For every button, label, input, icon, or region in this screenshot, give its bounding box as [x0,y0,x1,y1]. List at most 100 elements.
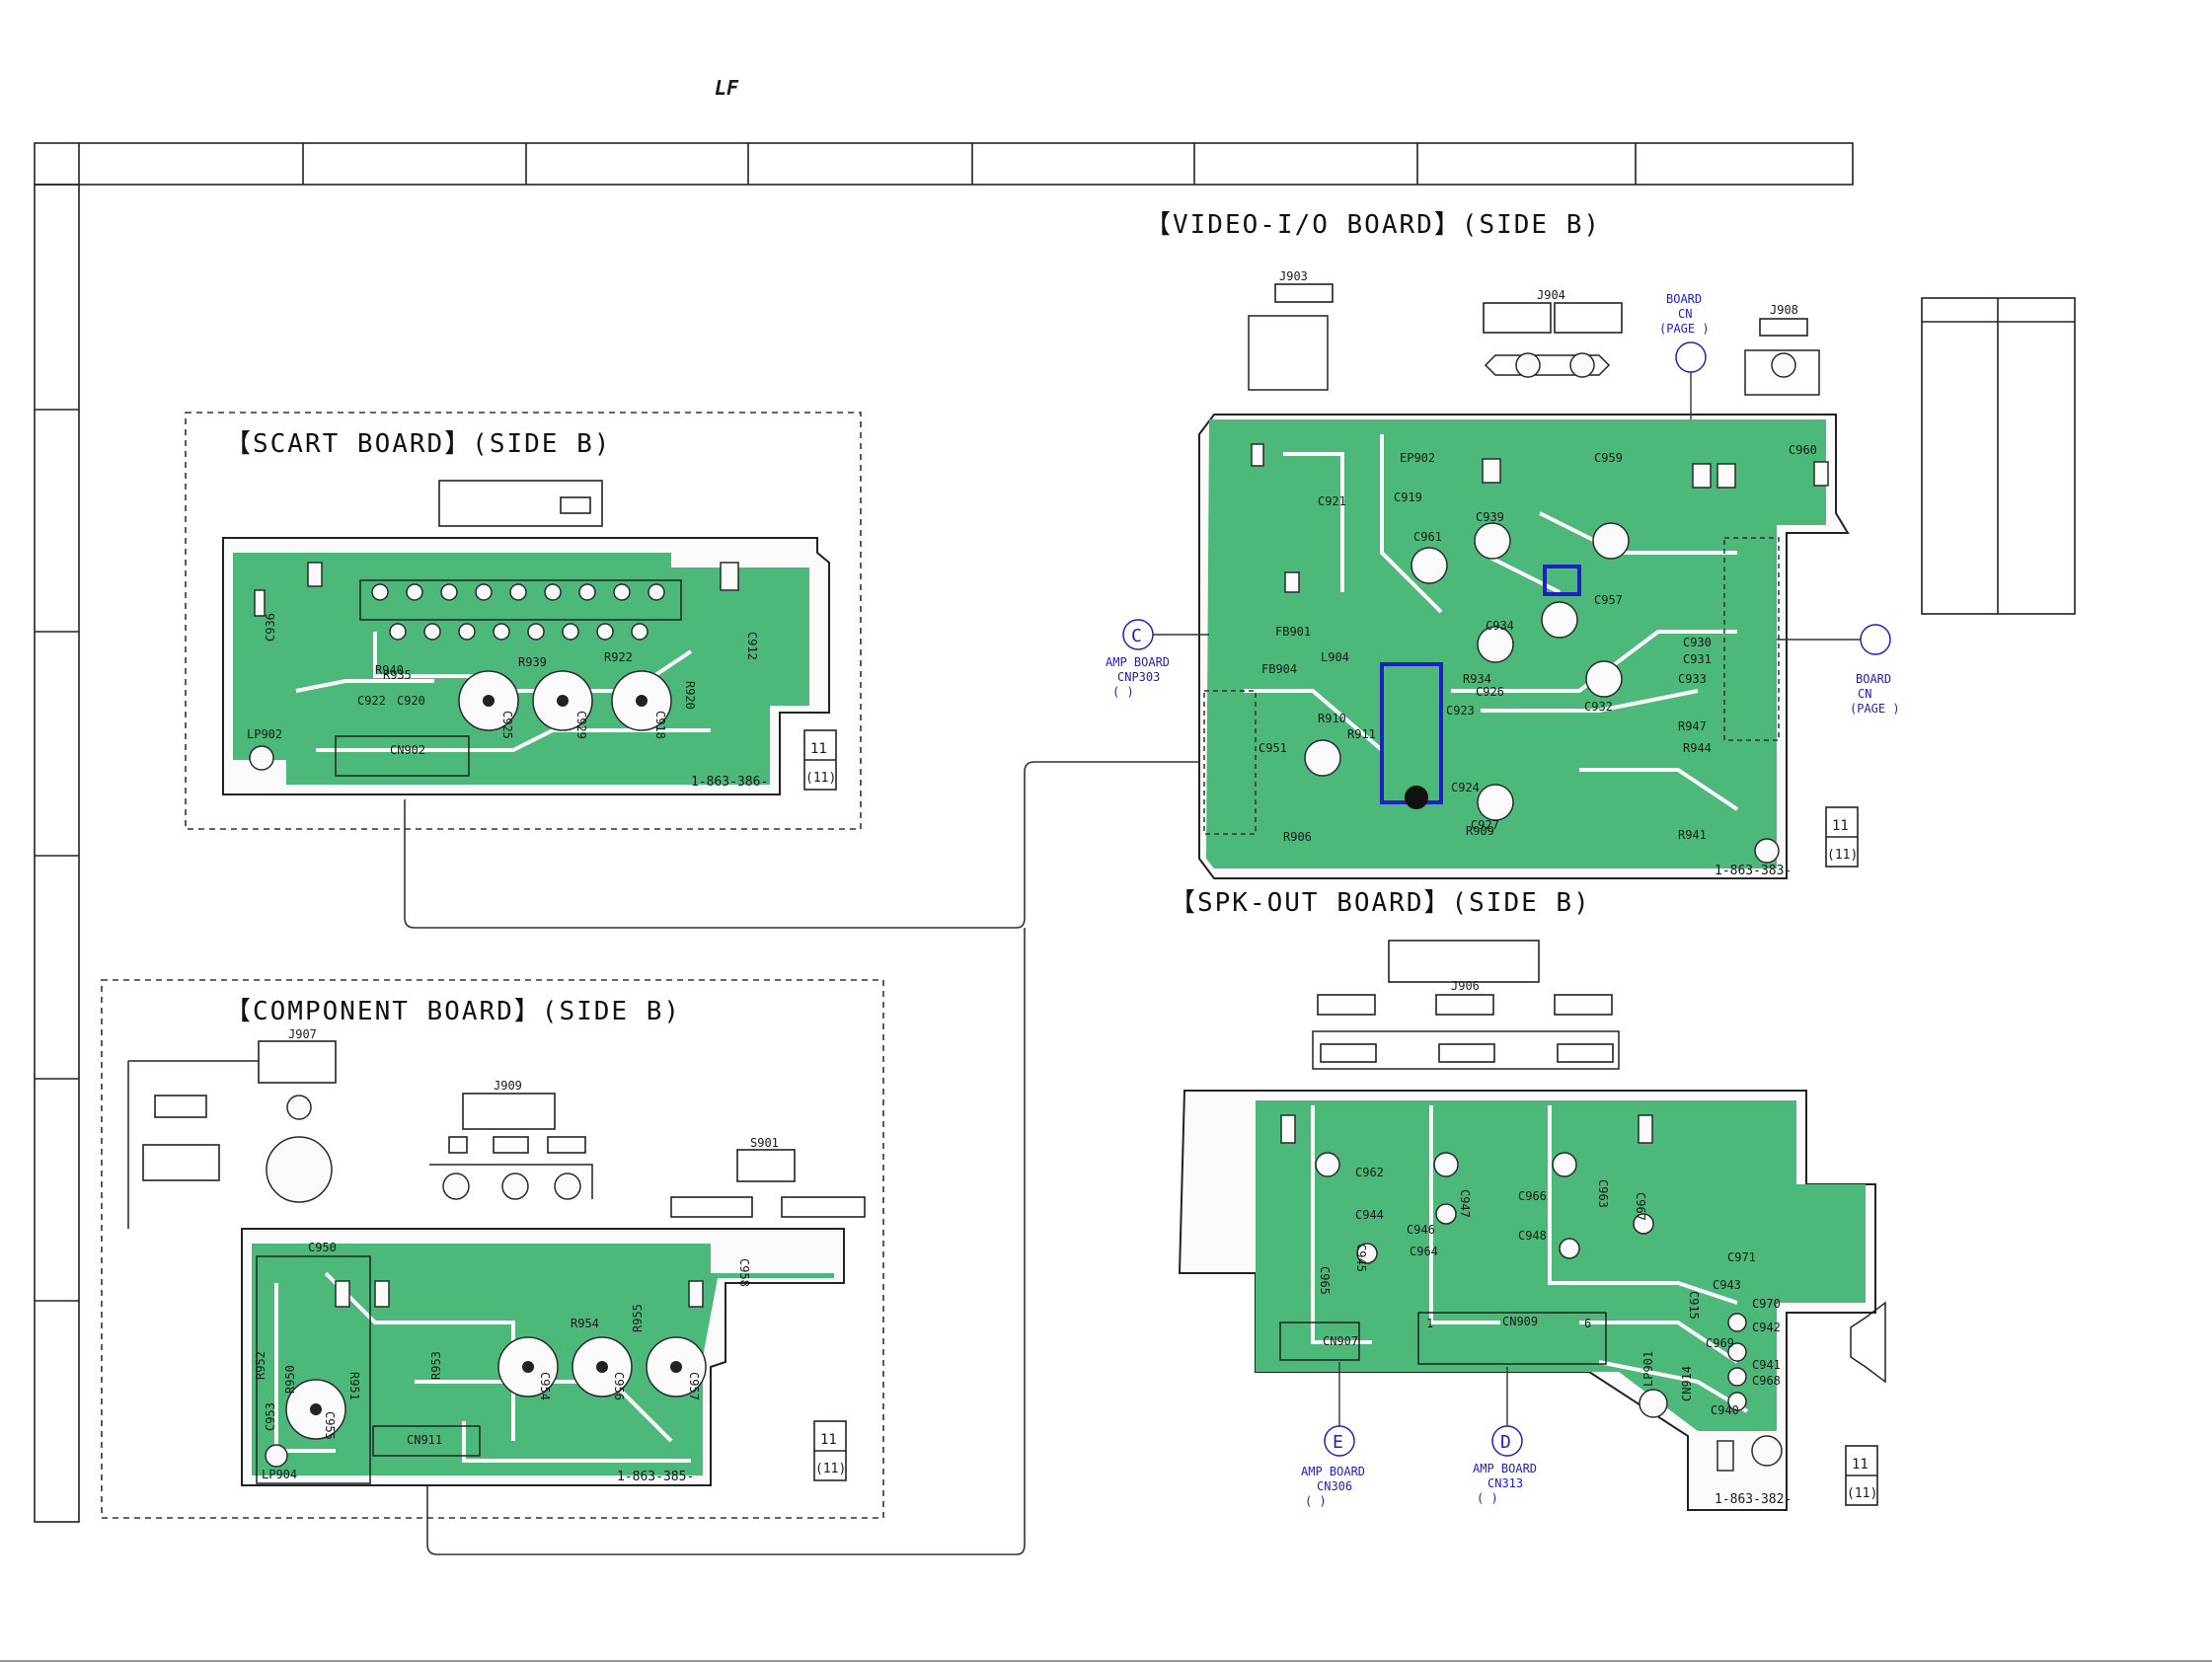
connector-e-letter: E [1333,1432,1343,1453]
spk-out-label-cn907: CN907 [1323,1334,1358,1348]
grid-frame [34,142,1854,1523]
component-label-c956: C956 [612,1372,626,1400]
scart-label-r939: R939 [518,655,547,669]
video-io-label-c919: C919 [1394,491,1422,504]
spk-out-badge-bottom: (11) [1847,1486,1877,1501]
scart-label-cn902: CN902 [390,743,425,757]
video-io-board-ref: BOARD CN (PAGE ) [1659,292,1710,419]
spk-out-label-c941: C941 [1752,1358,1781,1372]
component-pads [265,1095,707,1468]
spk-out-label-cn914: CN914 [1680,1366,1694,1401]
spk-out-label-c962: C962 [1355,1166,1384,1179]
connector-d-line3: ( ) [1477,1491,1498,1505]
video-io-label-r941: R941 [1678,828,1707,842]
component-label-j909: J909 [494,1079,522,1093]
video-io-label-r934: R934 [1463,672,1491,686]
scart-label-c936: C936 [264,613,277,642]
video-io-label-c921: C921 [1318,494,1346,508]
scart-label-r940: R940 [375,663,404,677]
spk-out-connector-d: D AMP BOARD CN313 ( ) [1473,1367,1537,1505]
video-io-badge-bottom: (11) [1827,848,1858,863]
component-label-c958: C958 [737,1258,751,1287]
spk-out-label-c942: C942 [1752,1321,1781,1334]
spk-out-label-j906: J906 [1451,979,1480,993]
speaker-icon [1850,1301,1886,1384]
video-io-label-c930: C930 [1683,636,1712,649]
video-io-label-c951: C951 [1259,741,1287,755]
video-io-label-c932: C932 [1584,700,1613,714]
scart-pads [249,562,739,771]
video-io-label-r944: R944 [1683,741,1712,755]
spk-out-label-c968: C968 [1752,1374,1781,1388]
spk-out-cn909-pin-6: 6 [1584,1317,1591,1330]
video-io-label-fb904: FB904 [1261,662,1297,676]
scart-label-c922: C922 [357,694,386,708]
component-label-r955: R955 [631,1304,645,1332]
component-label-s901: S901 [750,1136,779,1150]
spk-out-label-c915: C915 [1687,1291,1701,1320]
spk-out-label-c948: C948 [1518,1229,1547,1243]
scart-label-r935: R935 [383,668,412,682]
video-io-board-title: 【VIDEO-I/O BOARD】(SIDE B) [1145,210,1601,240]
video-io-board-ref-line1: BOARD [1666,292,1702,306]
spk-out-label-c940: C940 [1711,1403,1739,1417]
video-io-label-c939: C939 [1476,510,1504,524]
spk-out-badge-top: 11 [1852,1457,1869,1473]
spk-out-label-c970: C970 [1752,1297,1781,1311]
connector-d-line1: AMP BOARD [1473,1462,1537,1475]
video-io-label-r911: R911 [1347,727,1376,741]
scart-label-c912: C912 [745,632,759,660]
video-io-right-ref-line3: (PAGE ) [1850,702,1900,716]
connector-d-line2: CN313 [1487,1476,1523,1490]
video-io-label-c924: C924 [1451,781,1480,794]
video-io-board: 【VIDEO-I/O BOARD】(SIDE B) [1106,210,1900,879]
spk-out-connector-e: E AMP BOARD CN306 ( ) [1301,1362,1365,1508]
video-io-label-c934: C934 [1486,619,1514,633]
video-io-board-ref-line2: CN [1678,307,1692,321]
lead-free-logo: LF [713,76,740,100]
scart-label-r922: R922 [604,650,633,664]
spk-out-label-lp901: LP901 [1641,1351,1655,1387]
scart-part-number: 1-863-386- [691,775,768,790]
video-io-label-j908: J908 [1770,303,1798,317]
spk-out-label-c945: C945 [1354,1244,1368,1272]
spk-out-label-c967: C967 [1634,1192,1647,1221]
connector-c-line3: ( ) [1112,685,1134,699]
scart-copper [233,553,809,785]
video-io-right-ref-line2: CN [1858,687,1871,701]
video-io-label-c926: C926 [1476,685,1504,699]
video-io-board-ref-line3: (PAGE ) [1659,322,1710,336]
video-io-badge-top: 11 [1832,818,1849,834]
scart-badge-bottom: (11) [805,771,836,786]
scart-label-c918: C918 [653,711,667,739]
video-io-label-r906: R906 [1283,830,1312,844]
spk-out-label-c943: C943 [1713,1278,1741,1292]
scart-badge-top: 11 [810,741,827,757]
component-label-j907: J907 [288,1027,317,1041]
logo-text: LF [715,76,739,100]
connector-c-line1: AMP BOARD [1106,655,1170,669]
connector-d-letter: D [1500,1432,1511,1453]
component-label-c950: C950 [308,1241,337,1254]
spk-out-label-c971: C971 [1727,1250,1756,1264]
spk-out-label-c946: C946 [1407,1223,1435,1237]
video-io-label-c933: C933 [1678,672,1707,686]
video-io-right-ref: BOARD CN (PAGE ) [1777,624,1900,716]
component-label-c954: C954 [538,1372,552,1400]
video-io-label-fb901: FB901 [1275,625,1311,639]
video-io-label-c957: C957 [1594,593,1623,607]
scart-label-c929: C929 [574,711,588,739]
spk-out-board-title: 【SPK-OUT BOARD】(SIDE B) [1170,888,1591,918]
component-label-r952: R952 [254,1351,267,1380]
component-label-r953: R953 [429,1351,443,1380]
component-label-cn911: CN911 [407,1433,442,1447]
connector-e-line2: CN306 [1317,1479,1352,1493]
video-io-label-j904: J904 [1537,288,1565,302]
component-label-lp904: LP904 [262,1468,297,1481]
spk-out-label-c964: C964 [1410,1245,1438,1258]
component-board: 【COMPONENT BOARD】(SIDE B) [101,979,884,1519]
spk-out-label-c966: C966 [1518,1189,1547,1203]
scart-board-title: 【SCART BOARD】(SIDE B) [225,429,611,459]
connector-c-letter: C [1131,626,1142,646]
